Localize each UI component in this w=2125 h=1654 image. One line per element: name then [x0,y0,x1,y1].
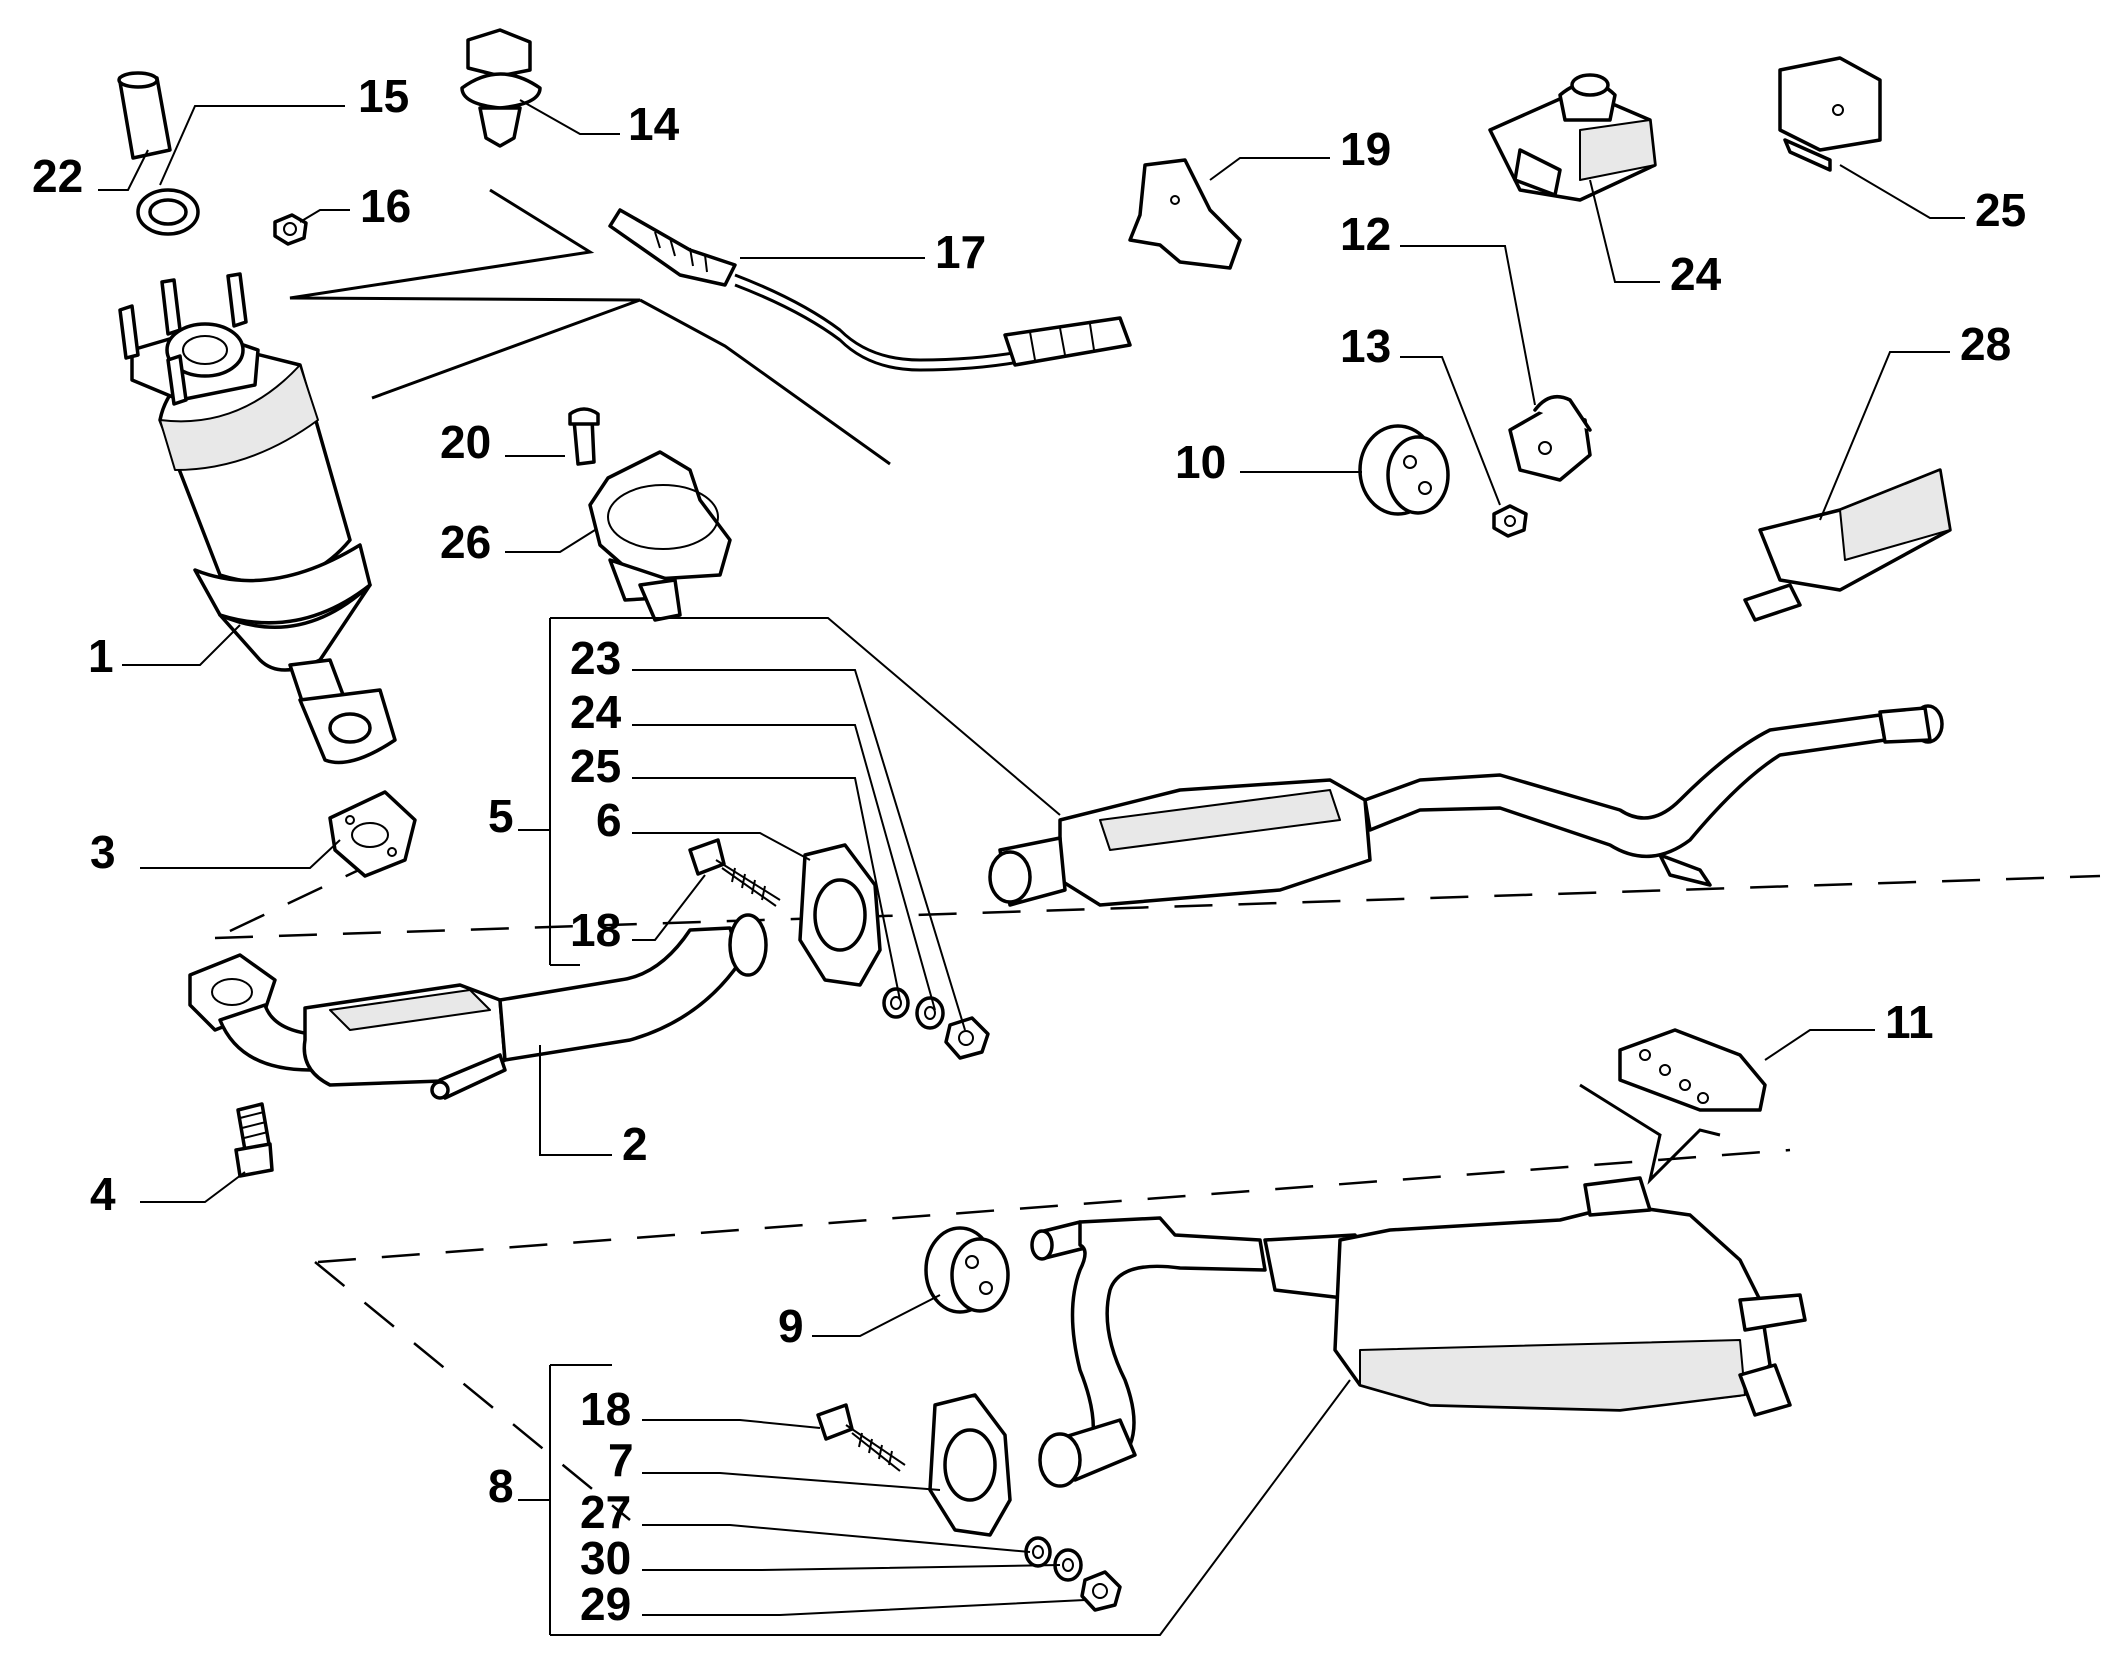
guide-lines [289,188,891,466]
part-25-washer-upper [882,987,910,1019]
callout-13: 13 [1340,320,1391,372]
callout-7: 7 [608,1434,634,1486]
part-24-washer-upper [915,996,945,1030]
callout-10: 10 [1175,436,1226,488]
callout-14: 14 [628,98,680,150]
callout-2: 2 [622,1118,648,1170]
callout-4: 4 [90,1168,116,1220]
part-3-flange-gasket [328,790,417,878]
part-7-flange-seal [928,1393,1012,1537]
callout-3: 3 [90,826,116,878]
part-22-sleeve [117,71,172,160]
part-18-bolt-lower [816,1403,906,1472]
part-15-gasket-ring [136,188,200,236]
part-20-bolt [568,407,600,466]
part-23-nut-upper [944,1016,990,1060]
callout-11: 11 [1885,996,1934,1048]
part-19-bracket [1128,158,1242,270]
part-24-mount-bracket [1488,73,1657,202]
callout-26: 26 [440,516,491,568]
callout-1: 1 [88,630,114,682]
part-1-catalytic-converter [118,272,397,765]
callout-20: 20 [440,416,491,468]
callout-8: 8 [488,1460,514,1512]
part-2-front-pipe [188,913,768,1100]
part-5-center-silencer [988,704,1944,907]
part-12-exhaust-hanger [1508,394,1592,482]
part-17-oxygen-sensor [608,208,1132,372]
part-10-rubber-mount [1358,424,1450,516]
callout-24: 24 [570,686,622,738]
part-26-pipe-clamp [588,450,732,622]
part-29-nut-lower [1080,1570,1122,1612]
callout-12: 12 [1340,208,1391,260]
callout-18-upper: 18 [570,904,621,956]
callout-22: 22 [32,150,83,202]
callout-28: 28 [1960,318,2011,370]
callout-24-top: 24 [1670,248,1722,300]
callout-25: 25 [570,740,621,792]
section-divider-lines [214,858,2101,1521]
callout-15: 15 [358,70,409,122]
callout-5: 5 [488,790,514,842]
callout-labels: 22 15 16 14 17 19 24 25 12 13 10 28 20 2… [32,70,2026,1630]
callout-25-top: 25 [1975,184,2026,236]
callout-27: 27 [580,1486,631,1538]
part-13-nut [1492,504,1528,538]
callout-19: 19 [1340,123,1391,175]
callout-29: 29 [580,1578,631,1630]
callout-9: 9 [778,1300,804,1352]
leader-lines [98,99,1965,1636]
part-25-angle-bracket [1778,56,1882,172]
part-16-nut [273,213,308,246]
part-14-plastic-clip [460,28,542,148]
part-11-rubber-mount [1618,1028,1767,1112]
part-9-rubber-mount [924,1226,1010,1314]
part-28-heat-shield [1743,468,1952,622]
part-6-flange-seal [798,843,882,987]
part-11-pointer [1579,1083,1721,1185]
callout-6: 6 [596,794,622,846]
callout-30: 30 [580,1532,631,1584]
part-4-bolt [234,1102,274,1178]
callout-18-lower: 18 [580,1383,631,1435]
callout-17: 17 [935,226,986,278]
part-18-bolt-upper [688,838,781,907]
callout-16: 16 [360,180,411,232]
rear-silencer [1030,1176,1807,1488]
callout-23: 23 [570,632,621,684]
